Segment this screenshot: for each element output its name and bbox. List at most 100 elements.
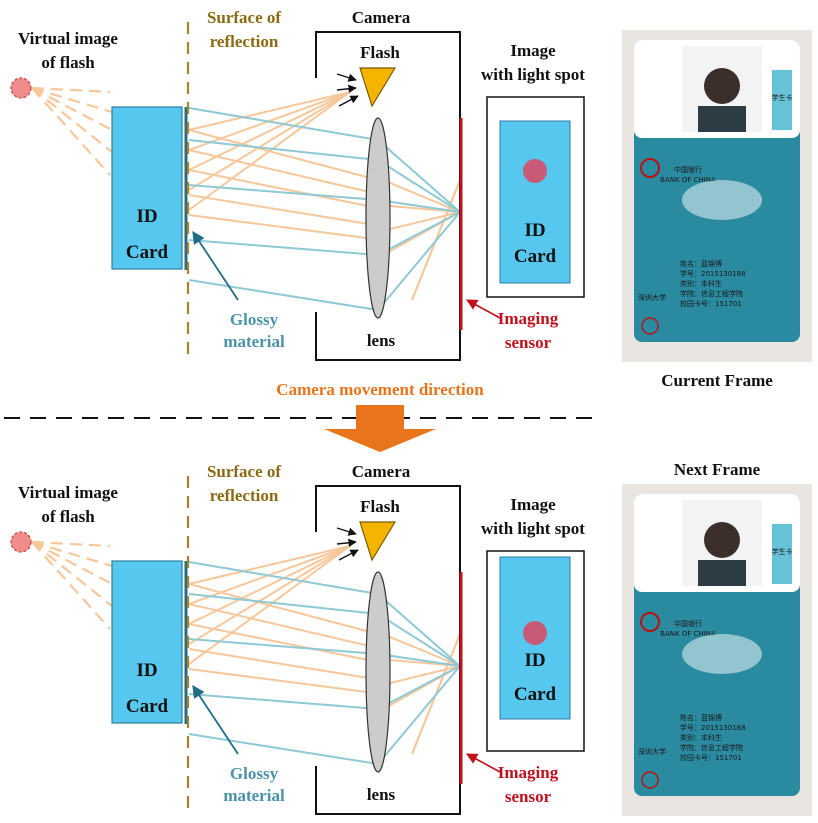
reflected-ray <box>188 648 379 681</box>
image-label: Image <box>510 495 556 514</box>
virtual-image-label: Virtual image <box>18 483 118 502</box>
movement-section: Camera movement direction <box>4 380 596 452</box>
id-card-label-line2: Card <box>126 242 169 263</box>
id-card-label: ID <box>136 660 157 681</box>
scene-ray <box>188 279 379 311</box>
captured-id-card <box>499 120 571 284</box>
id-card <box>111 560 183 724</box>
captured-card-label-line2: Card <box>514 246 557 267</box>
flash-rays <box>188 91 461 301</box>
portrait-shoulders <box>698 106 746 132</box>
lens <box>365 117 391 319</box>
info-line: 类别：本科生 <box>680 279 722 288</box>
info-line: 校园卡号：151701 <box>680 753 742 762</box>
flash-light-arrow <box>338 549 359 561</box>
reflected-ray <box>188 623 379 663</box>
scene-ray <box>188 593 379 615</box>
scene-ray <box>188 693 379 710</box>
flash-label: Flash <box>360 43 400 62</box>
id-card-label: ID <box>136 206 157 227</box>
scene-ray-focused <box>377 613 461 667</box>
scene-ray <box>188 239 379 256</box>
lens-label: lens <box>367 331 396 350</box>
university-seal-icon <box>641 317 659 335</box>
camera-label: Camera <box>352 8 411 27</box>
reflected-ray <box>188 583 379 635</box>
movement-arrow <box>324 405 436 452</box>
scene-ray-focused <box>377 665 461 765</box>
focused-ray <box>377 177 461 213</box>
sensor-label: Imaging <box>498 763 559 782</box>
virtual-image-label-line2: of flash <box>41 507 95 526</box>
glossy-pointer-arrow <box>192 230 239 301</box>
virtual-ray <box>31 540 111 548</box>
flash-light-arrow <box>338 95 359 107</box>
captured-card-label: ID <box>524 650 545 671</box>
reflected-ray <box>188 668 379 695</box>
virtual-ray <box>31 541 111 630</box>
scene-rays <box>188 561 461 765</box>
info-line: 姓名：蓝锦博 <box>680 713 722 722</box>
reflected-ray <box>188 149 379 195</box>
sensor-label-line2: sensor <box>505 333 552 352</box>
flash-ray <box>188 91 351 191</box>
frame-label: Current Frame <box>661 371 773 390</box>
virtual-rays <box>31 86 113 176</box>
lens-label: lens <box>367 785 396 804</box>
university-text: 深圳大学 <box>638 747 666 756</box>
student-tab-text: 学生卡 <box>772 547 793 556</box>
reflected-ray <box>188 169 379 209</box>
scene-ray-focused <box>377 139 461 213</box>
flash-light-arrow <box>336 73 357 82</box>
surface-label-line2: reflection <box>210 486 279 505</box>
portrait-head <box>704 68 740 104</box>
surface-label: Surface of <box>207 462 281 481</box>
scene-ray-focused <box>377 665 461 710</box>
sensor-label: Imaging <box>498 309 559 328</box>
virtual-flash-icon <box>10 531 32 553</box>
image-label-line2: with light spot <box>481 65 585 84</box>
info-line: 学号：2015130188 <box>680 269 746 278</box>
bank-english: BANK OF CHINA <box>660 176 716 184</box>
scene-ray <box>188 733 379 765</box>
bank-logo-icon <box>640 612 660 632</box>
scene-ray <box>188 139 379 161</box>
captured-card-label-line2: Card <box>514 684 557 705</box>
movement-label: Camera movement direction <box>276 380 484 399</box>
reflected-ray <box>188 194 379 227</box>
flash-ray <box>188 545 351 585</box>
reflected-ray <box>188 214 379 241</box>
info-line: 类别：本科生 <box>680 733 722 742</box>
id-card <box>111 106 183 270</box>
info-line: 姓名：蓝锦博 <box>680 259 722 268</box>
lens <box>365 571 391 773</box>
flash-light-arrow <box>336 538 357 547</box>
scene-ray <box>188 638 379 655</box>
scene-ray-focused <box>377 199 461 213</box>
photo-glare <box>682 634 762 674</box>
bank-logo-icon <box>640 158 660 178</box>
frame-label: Next Frame <box>674 460 761 479</box>
virtual-rays <box>31 540 113 630</box>
bank-english: BANK OF CHINA <box>660 630 716 638</box>
flash-light-arrow <box>336 527 357 536</box>
reflected-ray <box>188 603 379 649</box>
university-text: 深圳大学 <box>638 293 666 302</box>
scene-ray-focused <box>377 159 461 213</box>
surface-label-line2: reflection <box>210 32 279 51</box>
portrait-shoulders <box>698 560 746 586</box>
flash-label: Flash <box>360 497 400 516</box>
scene-ray-focused <box>377 653 461 667</box>
flash-icon <box>359 521 397 562</box>
scene-ray-focused <box>377 593 461 667</box>
scene-ray-focused <box>377 211 461 256</box>
virtual-ray <box>31 87 113 153</box>
light-spot <box>523 621 547 645</box>
glossy-label-line2: material <box>223 786 285 805</box>
light-spot <box>523 159 547 183</box>
university-seal-icon <box>641 771 659 789</box>
info-line: 校园卡号：151701 <box>680 299 742 308</box>
